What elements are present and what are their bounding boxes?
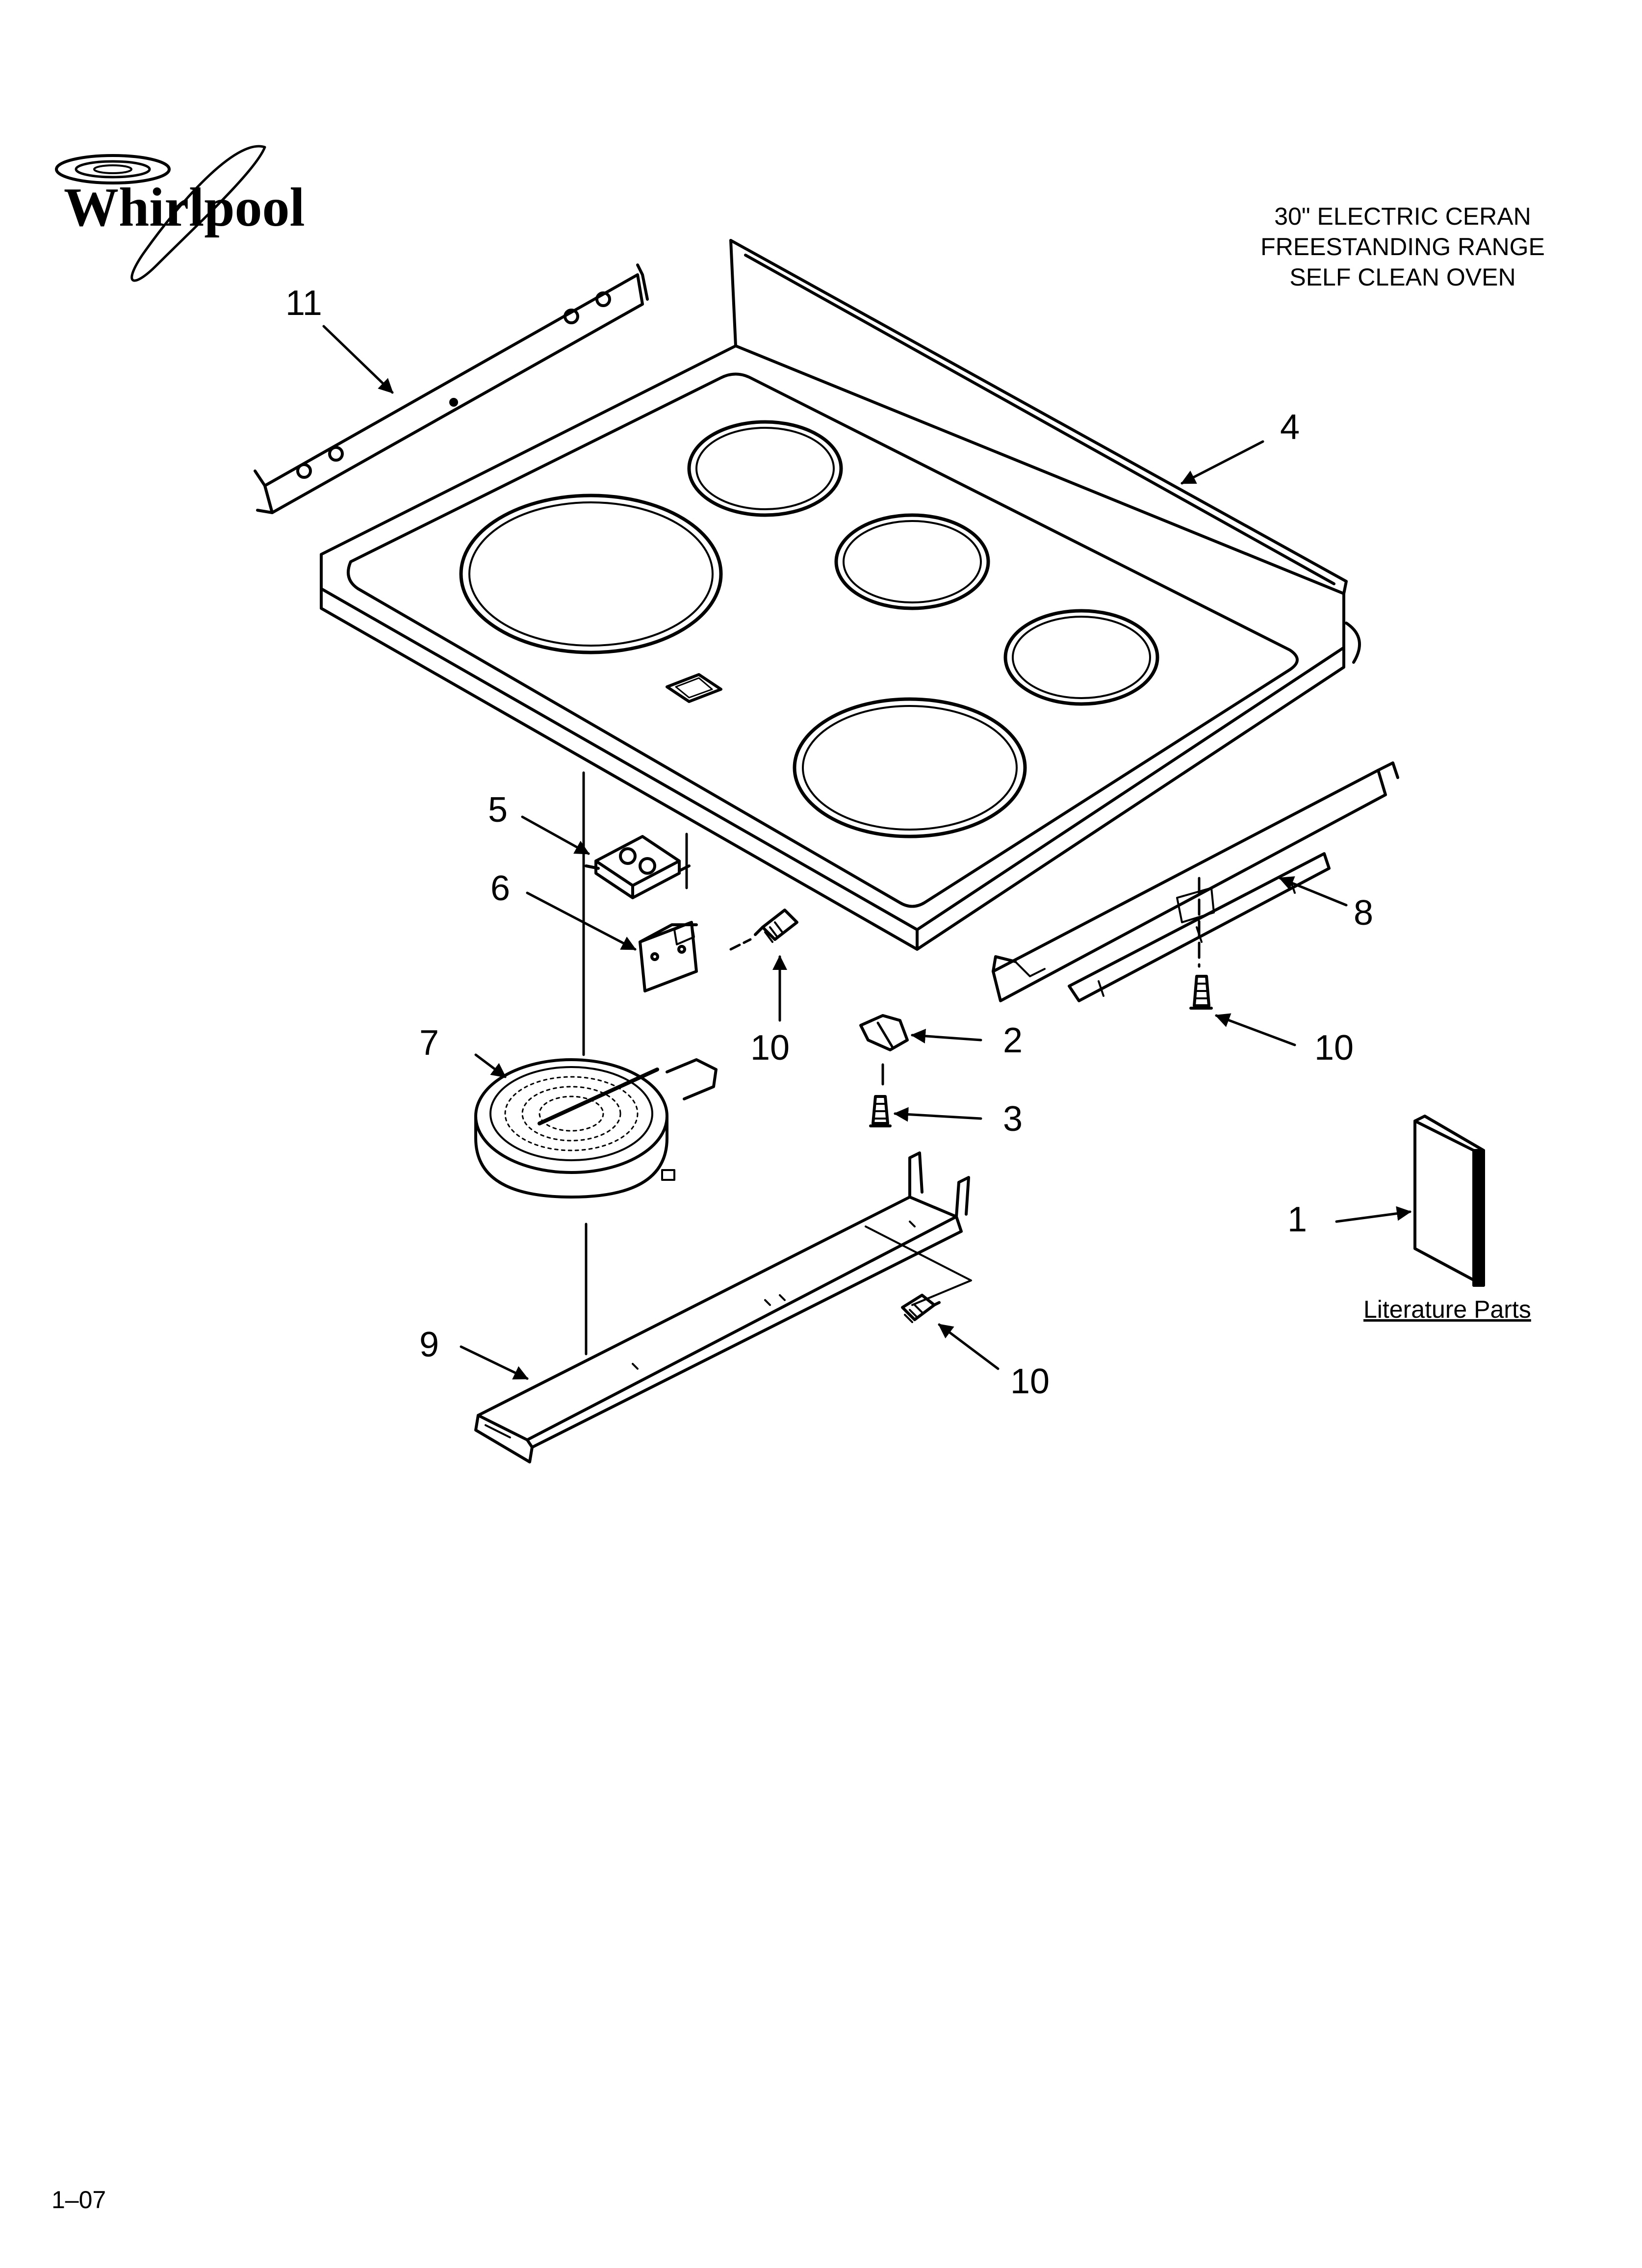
leader-11 <box>322 325 394 394</box>
part-7-radiant-element <box>474 1058 718 1199</box>
callout-10-upper: 10 <box>750 1028 790 1068</box>
leader-1 <box>1335 1206 1411 1223</box>
leader-3 <box>894 1107 982 1122</box>
leader-arrows <box>322 325 1411 1380</box>
part-4-cooktop <box>320 239 1361 951</box>
part-3-screw <box>869 1095 892 1127</box>
title-line-1: 30" ELECTRIC CERAN <box>1274 203 1531 230</box>
leader-2 <box>911 1028 982 1043</box>
callout-7: 7 <box>419 1023 439 1063</box>
title-line-3: SELF CLEAN OVEN <box>1289 263 1516 291</box>
part-8-side-bracket <box>992 761 1399 1002</box>
page-code: 1–07 <box>51 2186 106 2214</box>
title-line-2: FREESTANDING RANGE <box>1260 233 1545 261</box>
leader-4 <box>1180 440 1264 485</box>
callout-2: 2 <box>1003 1021 1023 1060</box>
leader-5 <box>521 815 590 855</box>
part-5-terminal-block <box>585 833 691 899</box>
callout-1: 1 <box>1287 1200 1307 1239</box>
part-10-screw-lower <box>901 1294 941 1323</box>
leader-10-lower <box>938 1323 1000 1370</box>
brand-logo: Whirlpool <box>55 145 305 282</box>
leader-7 <box>474 1053 507 1078</box>
callout-4: 4 <box>1280 408 1300 447</box>
model-title: 30" ELECTRIC CERAN FREESTANDING RANGE SE… <box>1236 201 1569 292</box>
literature-parts-label: Literature Parts <box>1363 1296 1531 1323</box>
callout-6: 6 <box>490 869 510 908</box>
leader-10-right <box>1215 1013 1296 1046</box>
part-9-support-rail <box>474 1151 970 1463</box>
callout-9: 9 <box>419 1325 439 1364</box>
callout-10-lower: 10 <box>1010 1362 1050 1401</box>
leader-9 <box>460 1345 529 1380</box>
callout-11: 11 <box>285 284 322 323</box>
part-10-screw-upper <box>729 909 798 951</box>
callout-numbers: 11 4 5 6 10 7 2 3 8 10 9 10 1 <box>285 284 1373 1401</box>
callout-10-right: 10 <box>1314 1028 1354 1068</box>
leader-8 <box>1279 876 1348 907</box>
callout-3: 3 <box>1003 1099 1023 1139</box>
part-6-bracket-plate <box>639 921 698 992</box>
part-11-rear-bracket <box>254 263 649 514</box>
brand-wordmark: Whirlpool <box>64 177 305 238</box>
part-2-clip <box>859 1014 909 1051</box>
callout-8: 8 <box>1354 893 1373 933</box>
part-1-literature <box>1413 1115 1485 1287</box>
part-10-screw-right <box>1189 975 1213 1010</box>
callout-5: 5 <box>488 790 508 830</box>
leader-6 <box>526 891 637 951</box>
